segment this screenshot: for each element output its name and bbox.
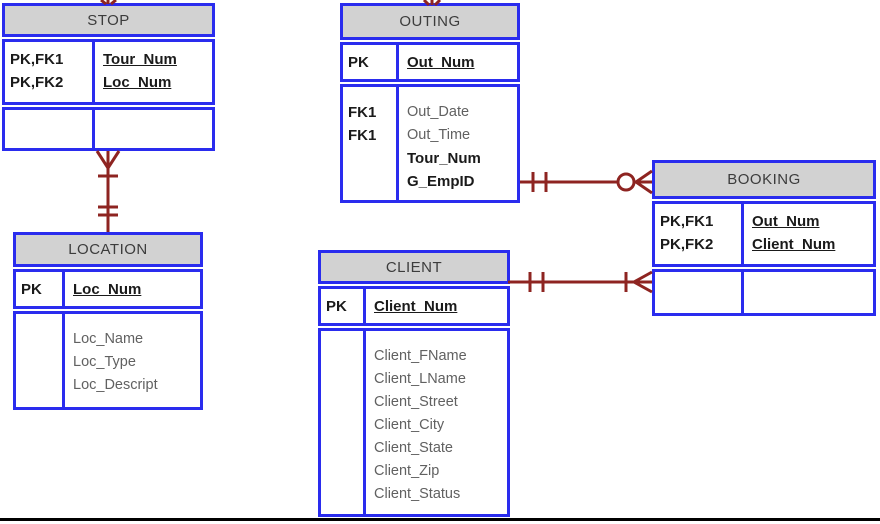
key-tag: PK: [348, 54, 369, 71]
key-attributes-section: PK,FK1 PK,FK2 Out_Num Client_Num: [652, 201, 876, 267]
attribute-tag: FK1: [348, 104, 377, 121]
entity-table-stop: STOP PK,FK1 PK,FK2 Tour_Num Loc_Num: [2, 3, 215, 151]
attribute: Client_LName: [374, 371, 466, 387]
key-field: Client_Num: [752, 236, 836, 253]
empty-cell: [655, 272, 744, 313]
entity-title-client: CLIENT: [318, 250, 510, 284]
entity-table-outing: OUTING PK Out_Num FK1 FK1 Out_Date Out_T…: [340, 3, 520, 203]
double-tick-icon: [531, 172, 548, 192]
attribute-tag-column: [16, 314, 65, 407]
attributes-section: Loc_Name Loc_Type Loc_Descript: [13, 311, 203, 410]
key-tag: PK: [326, 298, 347, 315]
empty-attributes-section: [652, 269, 876, 316]
key-tag-column: PK,FK1 PK,FK2: [655, 204, 744, 264]
key-attributes-section: PK Loc_Num: [13, 269, 203, 309]
entity-table-client: CLIENT PK Client_Num Client_FName Client…: [318, 250, 510, 517]
crow-foot-icon: [633, 270, 653, 294]
attribute: Tour_Num: [407, 150, 481, 167]
key-field-column: Client_Num: [366, 289, 507, 323]
key-field-column: Tour_Num Loc_Num: [95, 42, 212, 102]
key-attributes-section: PK,FK1 PK,FK2 Tour_Num Loc_Num: [2, 39, 215, 105]
key-attributes-section: PK Out_Num: [340, 42, 520, 82]
entity-title-stop: STOP: [2, 3, 215, 37]
zero-circle-icon: [616, 172, 636, 192]
attribute: Loc_Descript: [73, 377, 158, 393]
key-attributes-section: PK Client_Num: [318, 286, 510, 326]
empty-cell: [95, 110, 212, 148]
key-tag-column: PK: [16, 272, 65, 306]
bottom-border-line: [0, 518, 880, 521]
entity-table-booking: BOOKING PK,FK1 PK,FK2 Out_Num Client_Num: [652, 160, 876, 316]
attribute: Client_Zip: [374, 463, 440, 479]
attribute: Loc_Name: [73, 331, 144, 347]
double-tick-icon: [98, 205, 118, 217]
entity-title-outing: OUTING: [340, 3, 520, 40]
attribute-column: Loc_Name Loc_Type Loc_Descript: [65, 314, 200, 407]
key-tag: PK,FK1: [660, 213, 714, 230]
relationship-location-stop: [95, 150, 121, 232]
empty-cell: [744, 272, 873, 313]
key-field: Client_Num: [374, 298, 458, 315]
double-tick-icon: [528, 272, 545, 292]
attribute: Client_State: [374, 440, 453, 456]
attribute-tag-column: FK1 FK1: [343, 87, 399, 200]
empty-attributes-section: [2, 107, 215, 151]
attribute-column: Client_FName Client_LName Client_Street …: [366, 331, 507, 514]
key-tag-column: PK,FK1 PK,FK2: [5, 42, 95, 102]
relationship-outing-booking: [520, 169, 653, 195]
key-field: Loc_Num: [103, 74, 172, 91]
crow-foot-icon: [635, 169, 653, 195]
entity-title-location: LOCATION: [13, 232, 203, 267]
attribute: Client_Status: [374, 486, 461, 502]
attribute: Client_FName: [374, 348, 467, 364]
attribute-tag-column: [321, 331, 366, 514]
key-tag-column: PK: [343, 45, 399, 79]
key-field-column: Out_Num Client_Num: [744, 204, 873, 264]
entity-title-booking: BOOKING: [652, 160, 876, 199]
crow-foot-icon: [95, 150, 121, 169]
attributes-section: FK1 FK1 Out_Date Out_Time Tour_Num G_Emp…: [340, 84, 520, 203]
key-tag: PK,FK2: [660, 236, 714, 253]
key-tag: PK: [21, 281, 42, 298]
attribute: Client_City: [374, 417, 445, 433]
empty-cell: [5, 110, 95, 148]
attribute: Client_Street: [374, 394, 458, 410]
attribute: Out_Time: [407, 127, 471, 143]
key-field: Tour_Num: [103, 51, 177, 68]
key-tag: PK,FK1: [10, 51, 64, 68]
relationship-client-booking: [508, 270, 653, 294]
key-field-column: Loc_Num: [65, 272, 200, 306]
attribute: Loc_Type: [73, 354, 136, 370]
key-field: Out_Num: [752, 213, 820, 230]
attribute: Out_Date: [407, 104, 470, 120]
key-field: Out_Num: [407, 54, 475, 71]
attribute: G_EmpID: [407, 173, 475, 190]
key-field: Loc_Num: [73, 281, 142, 298]
key-tag: PK,FK2: [10, 74, 64, 91]
attribute-column: Out_Date Out_Time Tour_Num G_EmpID: [399, 87, 517, 200]
entity-table-location: LOCATION PK Loc_Num Loc_Name Loc_Type Lo…: [13, 232, 203, 410]
key-field-column: Out_Num: [399, 45, 517, 79]
key-tag-column: PK: [321, 289, 366, 323]
attributes-section: Client_FName Client_LName Client_Street …: [318, 328, 510, 517]
attribute-tag: FK1: [348, 127, 377, 144]
